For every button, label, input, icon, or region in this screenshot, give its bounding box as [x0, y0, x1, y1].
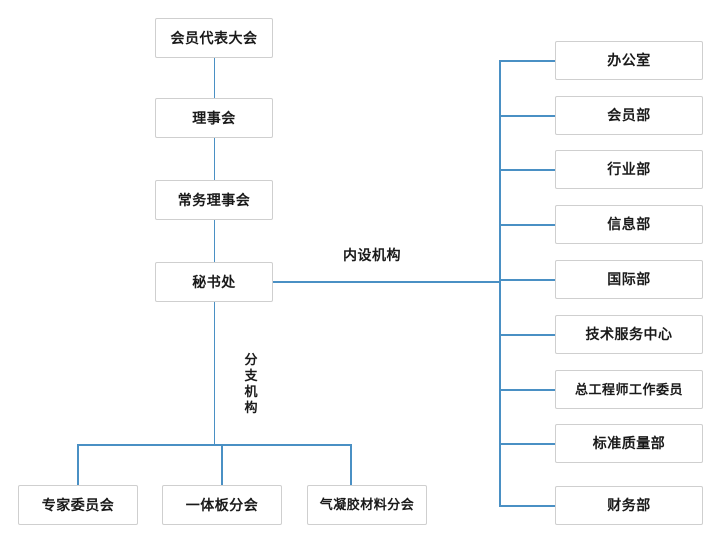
connector-secretariat-to-branch-bar — [213, 302, 215, 445]
connector-stub-dept-standard-quality — [499, 443, 556, 445]
node-assembly[interactable]: 会员代表大会 — [155, 18, 273, 58]
node-dept-tech-service-center[interactable]: 技术服务中心 — [555, 315, 703, 354]
node-dept-industry[interactable]: 行业部 — [555, 150, 703, 189]
connector-assembly-to-council — [213, 58, 215, 98]
connector-standing-council-to-secretariat — [213, 220, 215, 262]
connector-branch-horizontal-bar — [77, 444, 351, 446]
connector-stub-dept-industry — [499, 169, 556, 171]
node-dept-chief-engineer-committee[interactable]: 总工程师工作委员 — [555, 370, 703, 409]
node-dept-information[interactable]: 信息部 — [555, 205, 703, 244]
group-label-branch-organizations: 分支机构 — [244, 352, 258, 415]
connector-stub-dept-chief-engineer-committee — [499, 389, 556, 391]
group-label-internal-departments: 内设机构 — [343, 247, 401, 263]
connector-stub-dept-information — [499, 224, 556, 226]
connector-stub-dept-tech-service-center — [499, 334, 556, 336]
node-dept-international[interactable]: 国际部 — [555, 260, 703, 299]
node-dept-membership[interactable]: 会员部 — [555, 96, 703, 135]
node-council[interactable]: 理事会 — [155, 98, 273, 138]
connector-drop-branch-expert-committee — [77, 444, 79, 485]
connector-stub-dept-membership — [499, 115, 556, 117]
node-standing-council[interactable]: 常务理事会 — [155, 180, 273, 220]
connector-stub-dept-finance — [499, 505, 556, 507]
node-branch-expert-committee[interactable]: 专家委员会 — [18, 485, 138, 525]
connector-council-to-standing-council — [213, 138, 215, 180]
node-dept-standard-quality[interactable]: 标准质量部 — [555, 424, 703, 463]
connector-stub-dept-international — [499, 279, 556, 281]
node-branch-integrated-board[interactable]: 一体板分会 — [162, 485, 282, 525]
node-branch-aerogel-material[interactable]: 气凝胶材料分会 — [307, 485, 427, 525]
connector-secretariat-to-internal-trunk — [273, 281, 500, 283]
node-dept-office[interactable]: 办公室 — [555, 41, 703, 80]
node-secretariat[interactable]: 秘书处 — [155, 262, 273, 302]
connector-stub-dept-office — [499, 60, 556, 62]
connector-drop-branch-integrated-board — [221, 444, 223, 485]
connector-drop-branch-aerogel-material — [350, 444, 352, 485]
connector-internal-departments-trunk — [499, 60, 501, 506]
node-dept-finance[interactable]: 财务部 — [555, 486, 703, 525]
